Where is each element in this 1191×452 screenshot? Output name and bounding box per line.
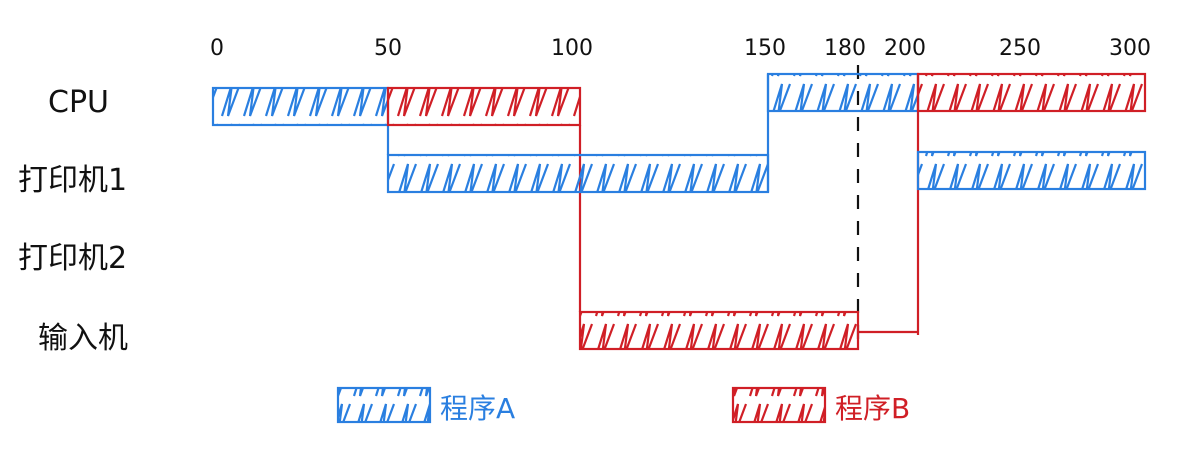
bar-program-a [211,86,390,127]
bar-program-a [916,150,1147,191]
tick-label: 250 [999,36,1041,61]
bar-program-b [578,310,860,351]
row-label: CPU [48,85,109,120]
bar-program-a [766,72,920,113]
legend-label: 程序A [440,392,515,425]
tick-label: 150 [744,36,786,61]
tick-label: 100 [551,36,593,61]
legend-swatch [336,386,432,424]
tick-label: 300 [1109,36,1151,61]
legend-label: 程序B [835,392,910,425]
row-label: 输入机 [38,321,128,356]
tick-label: 0 [210,36,224,61]
row-label: 打印机2 [18,241,127,276]
tick-label: 200 [884,36,926,61]
bar-program-b [916,72,1147,113]
tick-label: 50 [374,36,402,61]
legend-swatch [731,386,827,424]
tick-label: 180 [824,36,866,61]
row-label: 打印机1 [18,163,127,198]
bar-program-a [386,153,770,194]
bar-program-b [386,86,582,127]
